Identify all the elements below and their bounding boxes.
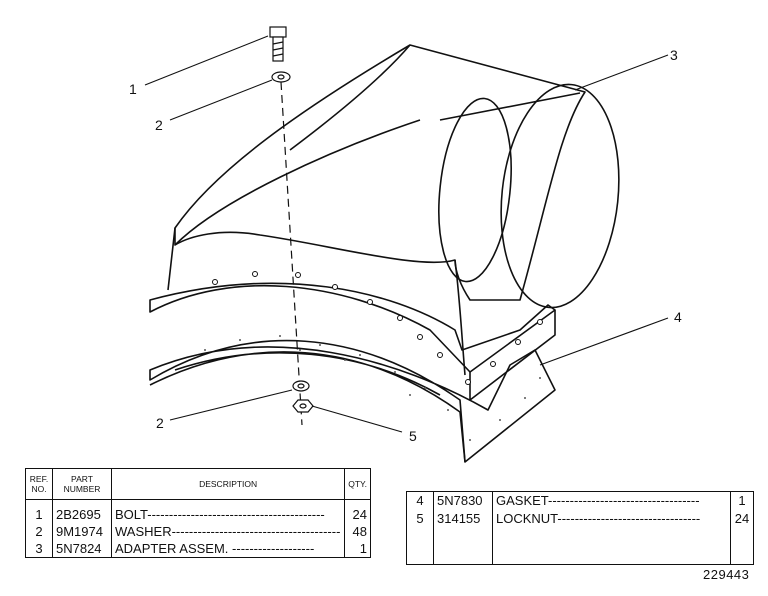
bolt-center-line: [280, 81, 303, 426]
adapter-housing-outline: [174, 44, 586, 301]
parts-table-header: REF. NO. PART NUMBER DESCRIPTION QTY.: [25, 468, 371, 500]
callout-locknut: 5: [409, 428, 417, 444]
table-row: 3 5N7824 ADAPTER ASSEM. ----------------…: [25, 540, 371, 558]
ref-no: 5: [406, 510, 434, 528]
callout-gasket: 4: [674, 309, 682, 325]
description: BOLT------------------------------------…: [111, 506, 346, 523]
quantity: 48: [352, 524, 367, 539]
part-number: 5N7824: [52, 540, 112, 558]
callout-adapter: 3: [670, 47, 678, 63]
part-number: 5N7830: [433, 491, 493, 510]
header-ref-no: REF. NO.: [25, 468, 53, 500]
callout-bolt: 1: [129, 81, 137, 97]
adapter-outlet-rim: [500, 83, 620, 309]
quantity: 1: [738, 493, 746, 508]
description: LOCKNUT---------------------------------: [492, 510, 731, 528]
part-number: 314155: [433, 510, 493, 528]
locknut-hole: [299, 403, 307, 409]
gasket-outline: [149, 339, 556, 463]
header-description: DESCRIPTION: [111, 468, 346, 500]
description: GASKET----------------------------------…: [492, 491, 731, 510]
table-spacer-row: [25, 499, 371, 506]
ref-no: 1: [25, 506, 53, 523]
table-row: 1 2B2695 BOLT---------------------------…: [25, 506, 371, 523]
header-qty: QTY.: [344, 468, 371, 500]
quantity: 24: [352, 507, 367, 522]
table-row: 2 9M1974 WASHER-------------------------…: [25, 523, 371, 540]
washer-top-hole: [277, 74, 285, 80]
table-row: 5 314155 LOCKNUT------------------------…: [406, 510, 754, 528]
adapter-outlet-inner: [438, 97, 512, 283]
flange-bolt-holes: [212, 271, 543, 385]
quantity: 1: [359, 541, 367, 556]
description: WASHER----------------------------------…: [111, 523, 346, 540]
gasket-texture: [204, 335, 541, 441]
adapter-flange-return: [469, 310, 556, 401]
callout-washer-top: 2: [155, 117, 163, 133]
quantity: 24: [734, 511, 750, 526]
header-part-number: PART NUMBER: [52, 468, 112, 500]
part-number: 9M1974: [52, 523, 112, 540]
callout-washer-bottom: 2: [156, 415, 164, 431]
ref-no: 3: [25, 540, 53, 558]
description: ADAPTER ASSEM. -------------------: [111, 540, 346, 558]
parts-list-table-left: REF. NO. PART NUMBER DESCRIPTION QTY. 1 …: [25, 468, 371, 558]
ref-no: 2: [25, 523, 53, 540]
bolt-icon: [269, 26, 287, 62]
adapter-mounting-flange: [149, 282, 556, 373]
adapter-outlet-body-line: [439, 92, 581, 121]
adapter-top-ridge: [289, 44, 411, 151]
adapter-crease-line: [174, 119, 421, 246]
gasket-inner-edge: [149, 351, 466, 463]
adapter-side-skirt: [167, 227, 466, 376]
table-filler-row: [406, 528, 754, 565]
washer-bottom-hole: [297, 383, 305, 389]
parts-list-table-right: 4 5N7830 GASKET-------------------------…: [406, 491, 754, 565]
table-row: 4 5N7830 GASKET-------------------------…: [406, 491, 754, 510]
drawing-number: 229443: [703, 567, 750, 582]
ref-no: 4: [406, 491, 434, 510]
part-number: 2B2695: [52, 506, 112, 523]
leader-lines: [144, 35, 669, 433]
